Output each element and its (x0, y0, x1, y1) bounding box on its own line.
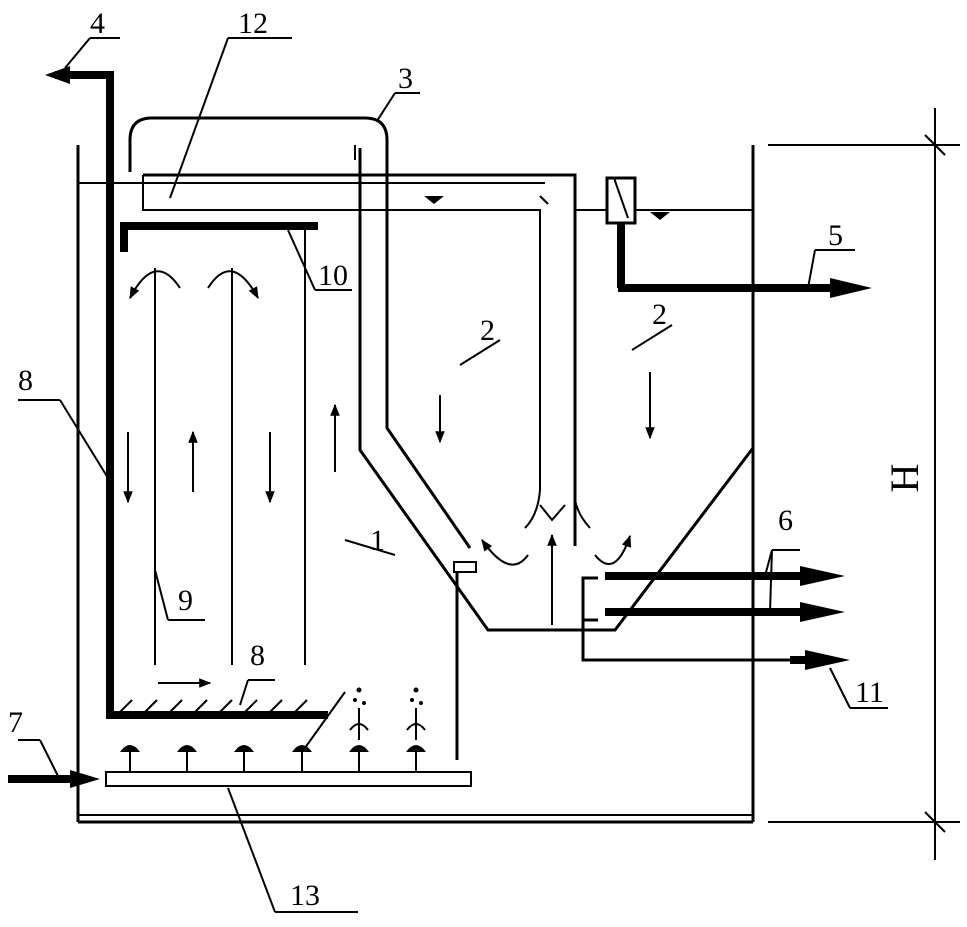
label-5: 5 (828, 219, 843, 252)
bottom-deflector (106, 699, 328, 719)
label-12: 12 (238, 7, 268, 40)
label-9: 9 (178, 584, 193, 617)
draft-tubes (154, 228, 306, 665)
outer-tank (76, 145, 755, 824)
label-6: 6 (778, 504, 793, 537)
height-dimension (768, 108, 960, 860)
label-4: 4 (90, 7, 105, 40)
overflow-channel (142, 173, 577, 546)
gas-riser-pipe (128, 116, 472, 549)
water-level-lines (78, 182, 753, 220)
leader-lines (18, 37, 888, 913)
top-baffle (120, 222, 318, 252)
label-10: 10 (318, 259, 348, 292)
label-3: 3 (398, 62, 413, 95)
label-7: 7 (8, 706, 23, 739)
aeration-diffusers (120, 687, 426, 772)
label-height: H (882, 464, 927, 493)
label-8-bottom: 8 (250, 639, 265, 672)
label-8-left: 8 (18, 364, 33, 397)
inlet-pipe-top (45, 66, 114, 715)
separator-funnel (358, 148, 755, 760)
sludge-outlet-pipes (581, 566, 850, 670)
label-2-right: 2 (652, 298, 667, 331)
label-1: 1 (370, 524, 385, 557)
effluent-pipe (605, 176, 872, 298)
aeration-pipe (8, 770, 472, 788)
label-13: 13 (290, 879, 320, 912)
label-2-center: 2 (480, 314, 495, 347)
flow-arrows (123, 270, 655, 688)
label-11: 11 (855, 676, 884, 709)
